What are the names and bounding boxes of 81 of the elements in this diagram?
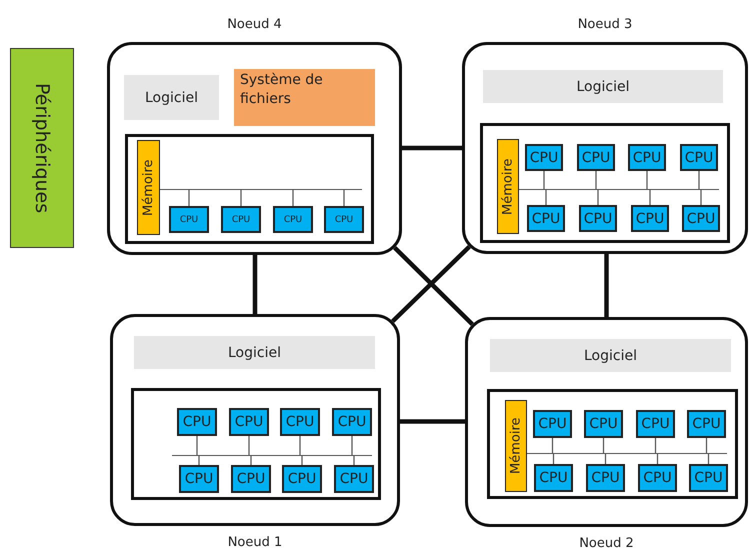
interconnect-line: [400, 419, 465, 424]
bus-connector-line: [292, 190, 294, 206]
bus-connector-line: [706, 438, 708, 453]
bus-line: [160, 189, 362, 190]
bus-connector-line: [595, 171, 597, 189]
bus-connector-line: [240, 190, 242, 206]
bus-connector-line: [196, 436, 198, 455]
bus-connector-line: [543, 171, 545, 189]
cpu-box: CPU: [525, 144, 563, 171]
cpu-box: CPU: [687, 410, 726, 438]
cpu-box: CPU: [638, 464, 677, 492]
bus-line: [527, 453, 727, 454]
cpu-box: CPU: [177, 408, 217, 436]
hardware-panel: [125, 134, 374, 244]
bus-connector-line: [248, 436, 250, 455]
cpu-box: CPU: [680, 144, 718, 171]
bus-line: [519, 189, 719, 190]
bus-connector-line: [198, 456, 200, 465]
hardware-panel: [131, 388, 381, 500]
peripherals-box: Périphériques: [10, 48, 74, 248]
cpu-box: CPU: [231, 465, 271, 493]
node-title: Noeud 3: [576, 17, 634, 32]
cpu-box: CPU: [334, 465, 374, 493]
cpu-box: CPU: [682, 205, 720, 232]
bus-connector-line: [299, 436, 301, 455]
software-box: Logiciel: [490, 339, 731, 372]
cpu-box: CPU: [533, 410, 572, 438]
software-box: Logiciel: [124, 75, 219, 120]
bus-connector-line: [250, 456, 252, 465]
hardware-panel: [480, 123, 730, 243]
cpu-box: CPU: [221, 206, 261, 233]
bus-connector-line: [700, 190, 702, 205]
bus-line: [172, 455, 372, 456]
cpu-box: CPU: [577, 144, 615, 171]
memory-bar: Mémoire: [497, 139, 519, 234]
bus-connector-line: [708, 454, 710, 464]
cpu-box: CPU: [636, 410, 675, 438]
bus-connector-line: [698, 171, 700, 189]
memory-bar: Mémoire: [505, 400, 527, 492]
interconnect-line: [252, 255, 258, 314]
cpu-box: CPU: [631, 205, 669, 232]
cpu-box: CPU: [584, 410, 623, 438]
bus-connector-line: [602, 438, 604, 453]
bus-connector-line: [188, 190, 190, 206]
hardware-panel: [487, 389, 738, 499]
bus-connector-line: [301, 456, 303, 465]
bus-connector-line: [649, 190, 651, 205]
bus-connector-line: [552, 454, 554, 464]
memory-bar: Mémoire: [137, 140, 160, 235]
bus-connector-line: [646, 171, 648, 189]
cpu-box: CPU: [179, 465, 219, 493]
cpu-box: CPU: [324, 206, 364, 233]
bus-connector-line: [552, 438, 554, 453]
cpu-box: CPU: [534, 464, 573, 492]
cpu-box: CPU: [579, 205, 617, 232]
bus-connector-line: [353, 456, 355, 465]
bus-connector-line: [597, 190, 599, 205]
software-box: Logiciel: [483, 70, 723, 103]
cpu-box: CPU: [332, 408, 372, 436]
cpu-box: CPU: [229, 408, 269, 436]
cpu-box: CPU: [282, 465, 322, 493]
cpu-box: CPU: [628, 144, 666, 171]
cpu-box: CPU: [689, 464, 728, 492]
cpu-box: CPU: [280, 408, 320, 436]
node-title: Noeud 1: [226, 535, 284, 550]
bus-connector-line: [343, 190, 345, 206]
bus-connector-line: [604, 454, 606, 464]
node-title: Noeud 4: [226, 17, 283, 32]
software-box: Logiciel: [134, 336, 375, 369]
bus-connector-line: [545, 190, 547, 205]
interconnect-line: [604, 254, 609, 317]
cpu-box: CPU: [169, 206, 209, 233]
interconnect-line: [402, 146, 462, 150]
cpu-box: CPU: [527, 205, 565, 232]
node-title: Noeud 2: [578, 536, 635, 551]
bus-connector-line: [656, 454, 658, 464]
file-system-box: Système de fichiers: [234, 69, 375, 126]
cpu-box: CPU: [273, 206, 313, 233]
bus-connector-line: [654, 438, 656, 453]
cpu-box: CPU: [586, 464, 625, 492]
bus-connector-line: [351, 436, 353, 455]
